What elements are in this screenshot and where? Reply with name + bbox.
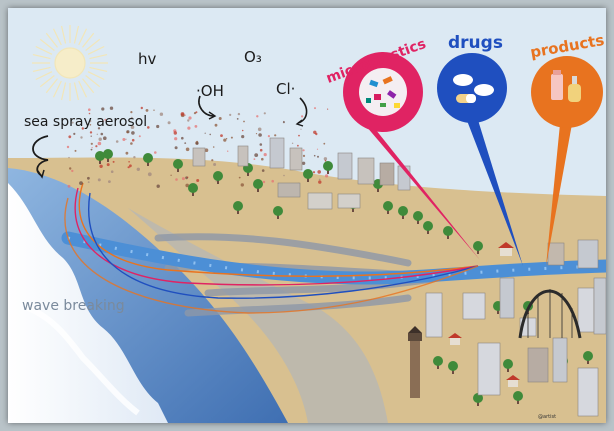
products-pin (531, 56, 603, 266)
houses (448, 242, 520, 387)
oh-arrow (198, 95, 215, 117)
microplastics-pin (343, 52, 480, 260)
artist-credit: @artist (538, 414, 556, 420)
oh-label: ·OH (196, 82, 224, 100)
sea-spray-label: sea spray aerosol (24, 114, 147, 130)
breaking-wave-foam (8, 183, 168, 423)
pills-icon (453, 74, 494, 103)
sun-icon (32, 25, 108, 101)
lighthouse (408, 326, 422, 398)
pollutant-flow-lines (64, 182, 479, 314)
buildings (192, 137, 606, 417)
sea-spray-arrow (32, 135, 49, 177)
wave-breaking-label: wave breaking (22, 298, 125, 314)
drugs-label: drugs (448, 33, 503, 53)
cl-label: Cl· (276, 80, 295, 98)
ozone-label: O₃ (244, 48, 262, 66)
arch-bridge (518, 289, 582, 339)
microplastic-fragments-icon (366, 76, 400, 108)
hv-label: hv (138, 50, 157, 68)
river (61, 231, 606, 285)
cosmetic-bottles-icon (551, 70, 581, 102)
illustration-canvas: hv O₃ ·OH Cl· sea spray aerosol wave bre… (8, 8, 606, 423)
diagram-svg: hv O₃ ·OH Cl· sea spray aerosol wave bre… (8, 8, 606, 423)
drugs-pin (437, 53, 523, 266)
